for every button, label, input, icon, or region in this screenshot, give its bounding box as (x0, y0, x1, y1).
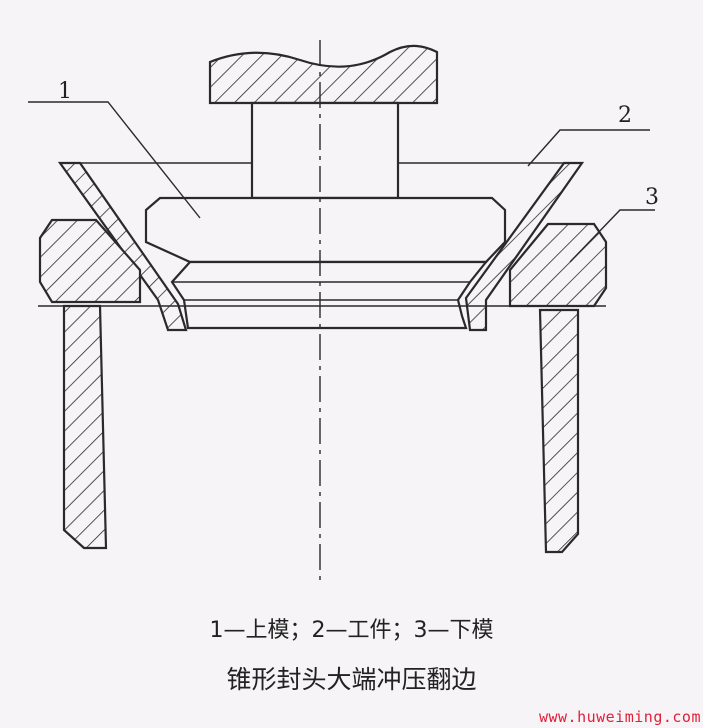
punch-head (208, 44, 439, 105)
lower-die-left (38, 218, 142, 304)
callout-2: 2 (618, 103, 632, 128)
figure-caption: 锥形封头大端冲压翻边 (226, 665, 477, 694)
leader-3 (569, 209, 655, 263)
leader-2 (527, 129, 650, 167)
support-left (62, 304, 108, 550)
callout-1: 1 (58, 79, 72, 104)
upper-die-flange (170, 260, 489, 330)
punch-shank (250, 101, 400, 200)
lower-die-right (508, 222, 608, 308)
support-right (538, 308, 580, 554)
callout-3: 3 (645, 185, 659, 210)
upper-die-groove (172, 281, 470, 329)
upper-die-body (144, 196, 507, 264)
leader-1 (28, 101, 201, 219)
legend: 1—上模；2—工件；3—下模 (209, 618, 494, 643)
watermark: www.huweiming.com (538, 708, 701, 726)
technical-drawing: 1 2 3 (28, 40, 659, 585)
